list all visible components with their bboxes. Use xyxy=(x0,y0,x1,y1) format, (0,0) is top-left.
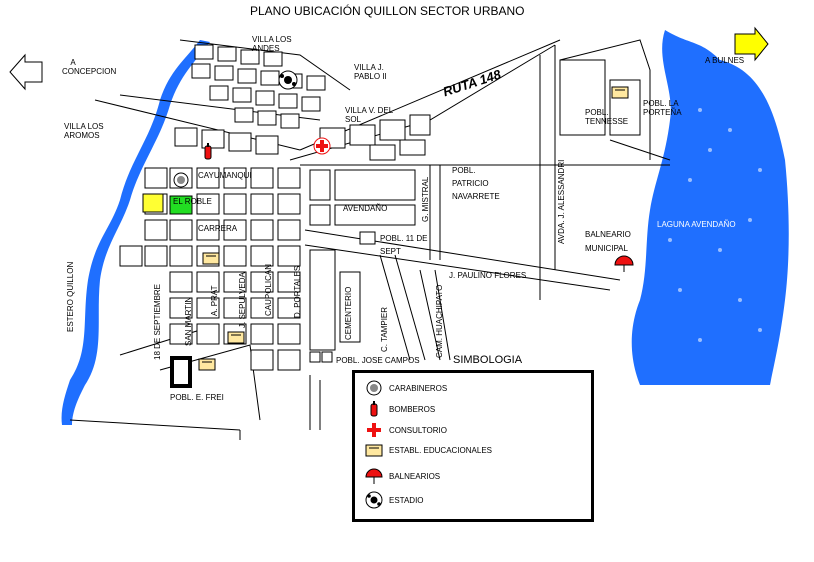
bomberos-extinguisher-icon xyxy=(204,143,212,160)
label-bulnes: A BULNES xyxy=(705,56,745,65)
legend-label: CONSULTORIO xyxy=(389,425,447,435)
balneario-umbrella-icon xyxy=(614,255,634,272)
stadium-ball-icon xyxy=(278,70,298,90)
label-avda-alessandri: AVDA. J. ALESSANDRI xyxy=(557,159,566,244)
legend-item-carabineros: CARABINEROS xyxy=(365,379,447,397)
consultorio-cross-icon xyxy=(313,137,331,155)
arrow-concepcion xyxy=(9,53,43,91)
label-avendano: AVENDAÑO xyxy=(343,204,388,213)
label-el-roble: EL ROBLE xyxy=(173,197,212,206)
school-icon xyxy=(227,331,245,344)
label-laguna-avendano: LAGUNA AVENDAÑO xyxy=(657,220,736,229)
umbrella-icon xyxy=(365,468,383,484)
label-carrera: CARRERA xyxy=(198,224,238,233)
label-pobl-patricio-navarrete: POBL. PATRICIO NAVARRETE xyxy=(452,166,500,201)
city-blocks xyxy=(119,44,641,371)
label-caupolican: CAUPOLICAN xyxy=(264,263,273,316)
label-estero-quillon: ESTERO QUILLON xyxy=(66,261,75,332)
legend-label: ESTABL. EDUCACIONALES xyxy=(389,445,492,455)
label-balneario-municipal: BALNEARIO MUNICIPAL xyxy=(585,230,631,253)
label-villa-los-andes: VILLA LOS ANDES xyxy=(252,35,292,53)
label-cementerio: CEMENTERIO xyxy=(344,286,353,340)
laguna-avendano xyxy=(631,30,789,385)
label-villa-v-del-sol: VILLA V. DEL SOL xyxy=(345,106,393,124)
label-villa-j-pablo: VILLA J. PABLO II xyxy=(354,63,387,81)
school-icon xyxy=(202,252,220,265)
legend-label: BOMBEROS xyxy=(389,404,436,414)
label-villa-los-aromos: VILLA LOS AROMOS xyxy=(64,122,104,140)
legend-box: CARABINEROS BOMBEROS CONSULTORIO ESTABL.… xyxy=(352,370,594,522)
label-pobl-tennesse: POBL. TENNESSE xyxy=(585,108,629,126)
label-concepcion: A CONCEPCION xyxy=(62,58,117,76)
label-pobl-11-sept: POBL. 11 DE SEPT xyxy=(380,234,428,256)
arrow-bulnes xyxy=(734,26,769,62)
label-pobl-la-portena: POBL. LA PORTEÑA xyxy=(643,99,682,117)
school-icon xyxy=(365,444,383,457)
label-san-martin: SAN MARTIN xyxy=(184,296,193,346)
plaza-green xyxy=(169,195,193,215)
label-pobl-jose-campos: POBL. JOSE CAMPOS xyxy=(336,356,420,365)
label-cayumanqui: CAYUMANQUI xyxy=(198,171,252,180)
legend-item-consultorio: CONSULTORIO xyxy=(365,421,447,439)
label-j-sepulveda: J. SEPULVEDA xyxy=(238,272,247,328)
label-c-tampier: C. TAMPIER xyxy=(380,306,389,352)
label-pobl-e-frei: POBL. E. FREI xyxy=(170,393,224,402)
label-18-septiembre: 18 DE SEPTIEMBRE xyxy=(153,283,162,360)
legend-item-estadio: ESTADIO xyxy=(365,491,424,509)
map-title: PLANO UBICACIÓN QUILLON SECTOR URBANO xyxy=(250,4,525,18)
label-cam-huachipato: CAM. HUACHIPATO xyxy=(435,284,444,358)
label-d-portales: D. PORTALES xyxy=(293,265,302,318)
label-g-mistral: G. MISTRAL xyxy=(421,176,430,222)
school-icon xyxy=(611,86,629,99)
carabineros-icon xyxy=(366,380,382,396)
legend-item-balnearios: BALNEARIOS xyxy=(365,467,440,485)
legend-label: ESTADIO xyxy=(389,495,424,505)
legend-item-school: ESTABL. EDUCACIONALES xyxy=(365,441,492,459)
estero-quillon-river xyxy=(61,40,210,425)
plaza-yellow xyxy=(142,193,164,213)
laguna-texture xyxy=(668,108,762,342)
ball-icon xyxy=(365,491,383,509)
legend-label: CARABINEROS xyxy=(389,383,448,393)
consultorio-icon xyxy=(367,423,381,437)
bomberos-icon xyxy=(370,401,378,417)
label-a-prat: A. PRAT xyxy=(210,285,219,316)
carabineros-badge-icon xyxy=(173,172,189,188)
school-icon xyxy=(198,358,216,371)
legend-title: SIMBOLOGIA xyxy=(453,354,523,366)
legend-item-bomberos: BOMBEROS xyxy=(365,400,435,418)
legend-label: BALNEARIOS xyxy=(389,471,441,481)
pobl-frei-block xyxy=(170,356,192,388)
label-paulino-flores: J. PAULINO FLORES xyxy=(449,271,527,280)
